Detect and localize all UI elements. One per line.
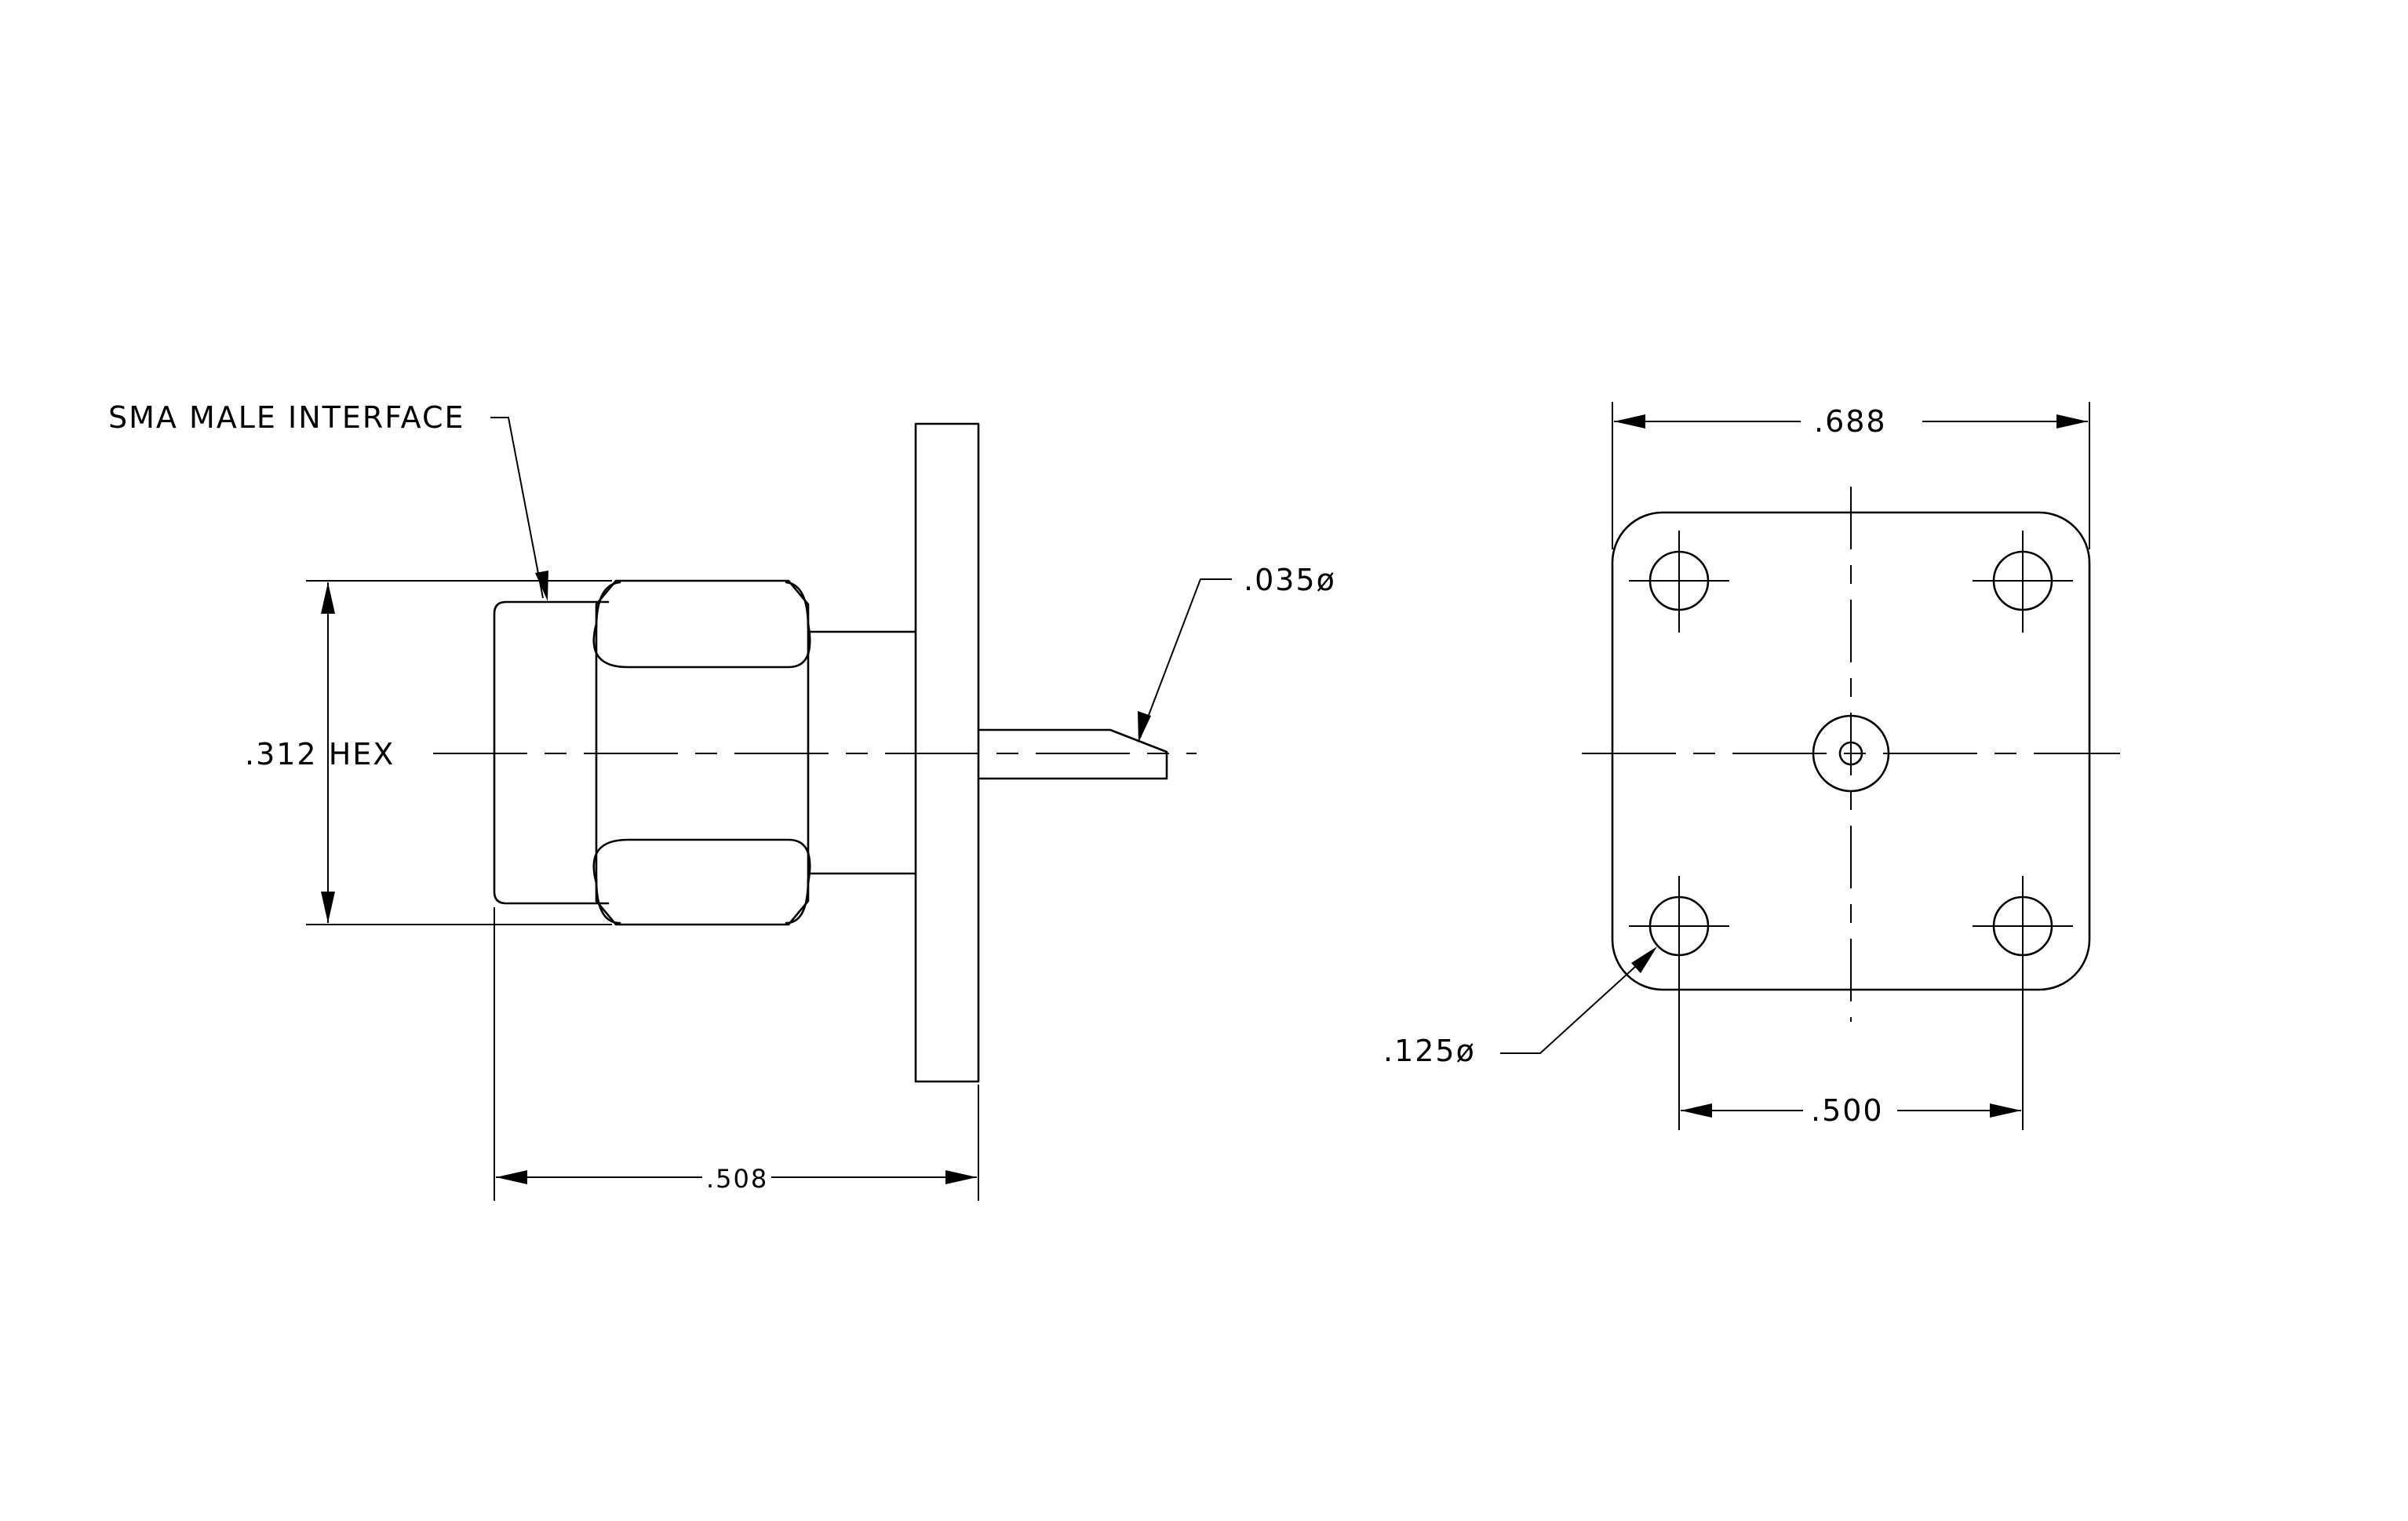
hole-leader (1500, 949, 1655, 1054)
length-arrow-left (496, 1170, 527, 1184)
side-view: .312 HEX .508 SMA MALE INTERFACE .035ø (108, 400, 1336, 1201)
hole-spacing-label: .500 (1811, 1093, 1884, 1128)
hole-crosshairs (1629, 531, 2073, 976)
hole-leader-arrow (1631, 947, 1657, 973)
hex-arrow-top (321, 582, 335, 614)
hex-face-bottom (592, 838, 811, 885)
length-arrow-right (945, 1170, 977, 1184)
hole-dia-label: .125ø (1383, 1034, 1476, 1068)
flange-width-label: .688 (1814, 404, 1887, 439)
hex-face-bottom-edge (595, 877, 810, 925)
flange-arrow-right (2056, 414, 2088, 429)
sma-leader (490, 417, 544, 599)
pin-leader-arrow (1138, 711, 1151, 742)
connector-body (807, 630, 917, 875)
spacing-arrow-right (1990, 1103, 2021, 1118)
flange-arrow-left (1614, 414, 1645, 429)
hex-label: .312 HEX (245, 737, 395, 771)
pin-leader (1139, 578, 1232, 739)
front-view: .688 .500 .125ø (1383, 402, 2120, 1130)
hex-face-top-edge (595, 581, 810, 629)
pin-dia-label: .035ø (1244, 563, 1336, 597)
sma-interface-label: SMA MALE INTERFACE (108, 400, 465, 435)
hex-nut (595, 579, 810, 926)
center-pin (977, 728, 1168, 780)
sma-leader-arrow (535, 571, 548, 601)
length-label: .508 (706, 1164, 768, 1194)
spacing-arrow-left (1681, 1103, 1712, 1118)
hex-face-top (592, 622, 811, 669)
hex-arrow-bottom (321, 892, 335, 923)
